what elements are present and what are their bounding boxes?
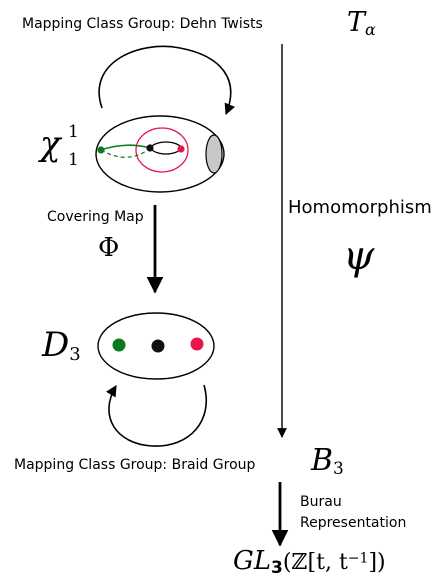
covering-map-label: Covering Map bbox=[47, 209, 144, 225]
braid-twist-arrow bbox=[106, 384, 208, 447]
braid-sub: 3 bbox=[333, 459, 344, 480]
gl3-formula: GL3(ℤ[t, t−1]) bbox=[233, 548, 386, 577]
surface-chi bbox=[95, 115, 225, 193]
burau-label-line2: Representation bbox=[300, 515, 407, 531]
dehn-twist-symbol: Tα bbox=[347, 9, 376, 38]
top-label: Mapping Class Group: Dehn Twists bbox=[22, 16, 263, 32]
disk-d3 bbox=[97, 312, 215, 380]
gl-prefix: GL bbox=[233, 546, 272, 576]
dehn-sub: α bbox=[365, 20, 376, 40]
chi-symbol: χ bbox=[40, 127, 61, 161]
braid-label: Mapping Class Group: Braid Group bbox=[14, 457, 256, 473]
dehn-twist-arrow bbox=[98, 45, 236, 116]
psi-symbol: ψ bbox=[343, 233, 375, 279]
disk-symbol: D3 bbox=[42, 328, 81, 364]
chi-char: χ bbox=[40, 124, 61, 164]
disk-sub: 3 bbox=[69, 344, 81, 366]
braid-b: B bbox=[311, 443, 334, 478]
gl-sub: 3 bbox=[271, 558, 283, 579]
burau-label-line1: Burau bbox=[300, 494, 342, 510]
chi-sup: 1 bbox=[68, 122, 79, 142]
dehn-t: T bbox=[347, 7, 366, 38]
disk-d: D bbox=[42, 325, 70, 365]
chi-sub: 1 bbox=[68, 150, 79, 170]
gl-close: ]) bbox=[368, 550, 386, 575]
phi-symbol: Φ bbox=[98, 233, 120, 263]
braid-symbol: B3 bbox=[311, 446, 344, 478]
gl-exp: −1 bbox=[347, 550, 369, 567]
homomorphism-label: Homomorphism bbox=[288, 197, 432, 218]
gl-arg: (ℤ[t, t bbox=[282, 550, 348, 575]
